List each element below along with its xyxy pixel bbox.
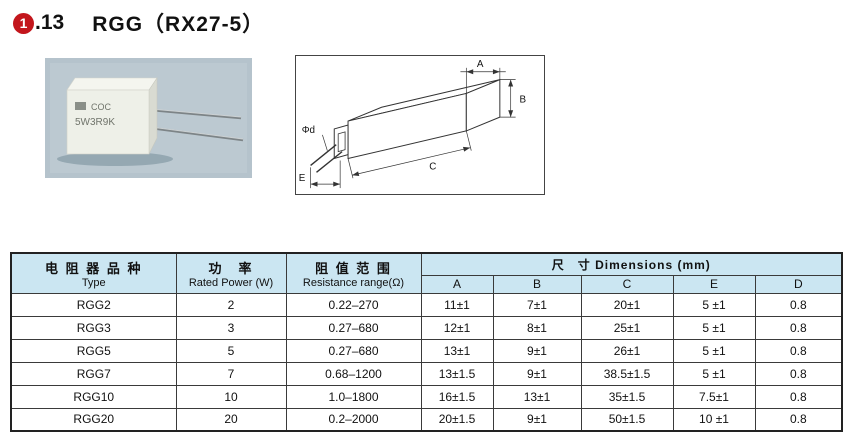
cell-type: RGG2	[10, 292, 177, 317]
cell-dim-a: 13±1	[420, 338, 494, 363]
cell-dim-a: 13±1.5	[420, 361, 494, 386]
col-header-dimensions: 尺 寸 Dimensions (mm)	[420, 252, 843, 276]
cell-dim-b: 9±1	[492, 338, 582, 363]
cell-range: 0.27–680	[285, 338, 422, 363]
cell-power: 2	[175, 292, 287, 317]
cell-range: 1.0–1800	[285, 384, 422, 409]
cell-dim-c: 50±1.5	[580, 407, 674, 432]
cell-dim-d: 0.8	[754, 361, 843, 386]
cell-dim-c: 26±1	[580, 338, 674, 363]
col-header-power-en: Rated Power (W)	[188, 276, 274, 289]
cell-type: RGG10	[10, 384, 177, 409]
dim-label-e: E	[299, 173, 306, 184]
cell-type: RGG20	[10, 407, 177, 432]
dim-label-c: C	[429, 161, 436, 172]
cell-power: 7	[175, 361, 287, 386]
cell-dim-b: 9±1	[492, 361, 582, 386]
table-row: RGG2 2 0.22–270 11±1 7±1 20±1 5 ±1 0.8	[10, 292, 843, 317]
cell-dim-d: 0.8	[754, 292, 843, 317]
table-row: RGG7 7 0.68–1200 13±1.5 9±1 38.5±1.5 5 ±…	[10, 361, 843, 386]
col-header-type: 电 阻 器 品 种 Type	[10, 252, 177, 294]
spec-table: 电 阻 器 品 种 Type 功 率 Rated Power (W) 阻 值 范…	[10, 252, 844, 432]
col-header-range-en: Resistance range(Ω)	[302, 276, 405, 289]
cell-dim-d: 0.8	[754, 338, 843, 363]
cell-dim-b: 7±1	[492, 292, 582, 317]
product-photo: COC 5W3R9K	[45, 58, 252, 178]
cell-dim-c: 25±1	[580, 315, 674, 340]
cell-dim-e: 5 ±1	[672, 338, 756, 363]
title-text: RGG（RX27-5）	[92, 13, 265, 36]
table-row: RGG10 10 1.0–1800 16±1.5 13±1 35±1.5 7.5…	[10, 384, 843, 409]
cell-dim-d: 0.8	[754, 384, 843, 409]
cell-dim-a: 11±1	[420, 292, 494, 317]
cell-range: 0.22–270	[285, 292, 422, 317]
col-header-power-zh: 功 率	[208, 260, 254, 276]
page-title: 1 .13 RGG（RX27-5）	[13, 8, 264, 38]
photo-marking-line2: 5W3R9K	[75, 117, 115, 128]
cell-dim-c: 38.5±1.5	[580, 361, 674, 386]
cell-dim-e: 5 ±1	[672, 292, 756, 317]
cell-dim-a: 12±1	[420, 315, 494, 340]
header-row-2: A B C E D	[11, 274, 843, 294]
cell-dim-e: 5 ±1	[672, 361, 756, 386]
cell-dim-b: 13±1	[492, 384, 582, 409]
col-header-dim-d: D	[754, 274, 843, 294]
cell-power: 5	[175, 338, 287, 363]
dim-label-phi-d: Φd	[302, 125, 315, 136]
photo-marking-line1: COC	[91, 102, 112, 112]
cell-range: 0.68–1200	[285, 361, 422, 386]
table-row: RGG5 5 0.27–680 13±1 9±1 26±1 5 ±1 0.8	[10, 338, 843, 363]
cell-range: 0.27–680	[285, 315, 422, 340]
col-header-dim-e: E	[672, 274, 756, 294]
brand-logo-mark	[75, 102, 86, 110]
cell-dim-a: 20±1.5	[420, 407, 494, 432]
dim-label-a: A	[477, 59, 484, 70]
cell-dim-e: 7.5±1	[672, 384, 756, 409]
col-header-range: 阻 值 范 围 Resistance range(Ω)	[285, 252, 422, 294]
col-header-dim-c: C	[580, 274, 674, 294]
cell-dim-a: 16±1.5	[420, 384, 494, 409]
cell-dim-b: 9±1	[492, 407, 582, 432]
cell-dim-e: 5 ±1	[672, 315, 756, 340]
dimension-diagram: A B C E Φd	[295, 55, 545, 195]
table-row: RGG20 20 0.2–2000 20±1.5 9±1 50±1.5 10 ±…	[10, 407, 843, 432]
section-suffix: .13	[35, 11, 65, 34]
cell-type: RGG3	[10, 315, 177, 340]
col-header-type-en: Type	[81, 276, 106, 289]
cell-dim-c: 20±1	[580, 292, 674, 317]
col-header-power: 功 率 Rated Power (W)	[175, 252, 287, 294]
header-row-1: 电 阻 器 品 种 Type 功 率 Rated Power (W) 阻 值 范…	[10, 252, 843, 294]
cell-type: RGG5	[10, 338, 177, 363]
cell-type: RGG7	[10, 361, 177, 386]
cell-range: 0.2–2000	[285, 407, 422, 432]
cell-dim-c: 35±1.5	[580, 384, 674, 409]
cell-dim-e: 10 ±1	[672, 407, 756, 432]
col-header-range-zh: 阻 值 范 围	[315, 260, 392, 276]
cell-power: 20	[175, 407, 287, 432]
table-row: RGG3 3 0.27–680 12±1 8±1 25±1 5 ±1 0.8	[10, 315, 843, 340]
cell-dim-d: 0.8	[754, 315, 843, 340]
dim-label-b: B	[520, 94, 527, 105]
col-header-type-zh: 电 阻 器 品 种	[45, 260, 143, 276]
col-header-dim-b: B	[492, 274, 582, 294]
cell-power: 10	[175, 384, 287, 409]
cell-dim-d: 0.8	[754, 407, 843, 432]
resistor-photo-graphic: COC 5W3R9K	[45, 58, 252, 178]
cell-power: 3	[175, 315, 287, 340]
cell-dim-b: 8±1	[492, 315, 582, 340]
col-header-dim-a: A	[420, 274, 494, 294]
dimension-diagram-graphic: A B C E Φd	[299, 59, 527, 189]
section-number-badge: 1	[13, 12, 34, 34]
